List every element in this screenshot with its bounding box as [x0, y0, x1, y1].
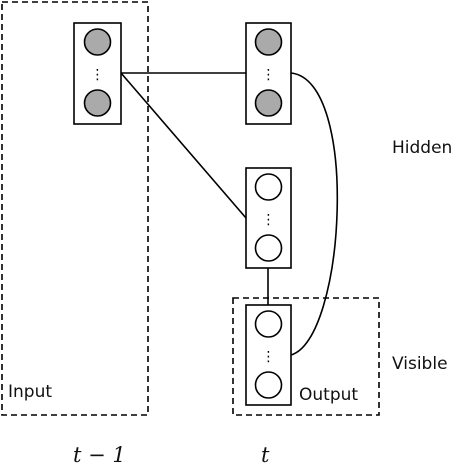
- hidden-label: Hidden: [392, 138, 453, 158]
- time-curr-label: t: [261, 443, 270, 467]
- input-region: [1, 1, 149, 416]
- hidden-unit-prev-top: [83, 28, 112, 56]
- hidden-unit-top-bottom: [254, 89, 283, 117]
- hidden-layer-prev: ⋮: [73, 22, 122, 125]
- output-unit-top: [254, 310, 283, 338]
- ellipsis-hidden-mid: ⋮: [262, 212, 276, 228]
- ellipsis-hidden-top: ⋮: [262, 67, 276, 83]
- ellipsis-prev: ⋮: [91, 67, 105, 83]
- hidden-unit-top-top: [254, 28, 283, 56]
- output-layer: ⋮: [245, 304, 292, 406]
- edge-prev-to-hidden-mid: [120, 72, 247, 219]
- visible-label: Visible: [392, 354, 448, 374]
- time-prev-label: t − 1: [73, 443, 126, 467]
- edge-hidden-top-to-output: [290, 72, 339, 356]
- hidden-unit-prev-bottom: [83, 89, 112, 117]
- input-label: Input: [8, 382, 53, 402]
- hidden-layer-top: ⋮: [245, 22, 292, 125]
- output-unit-bottom: [254, 371, 283, 399]
- output-region: [232, 297, 380, 416]
- hidden-unit-mid-bottom: [254, 234, 283, 262]
- hidden-unit-mid-top: [254, 173, 283, 201]
- hidden-layer-mid: ⋮: [245, 167, 292, 269]
- output-label: Output: [299, 385, 359, 405]
- ellipsis-output: ⋮: [262, 349, 276, 365]
